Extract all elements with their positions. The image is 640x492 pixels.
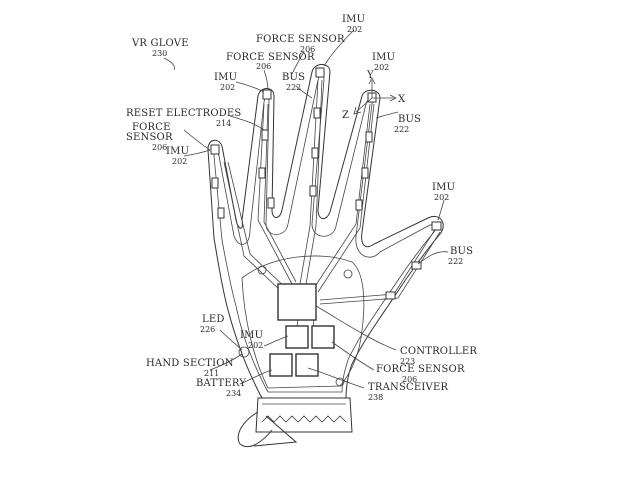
label-battery-num: 234	[226, 389, 241, 398]
label-axis-z: Z	[342, 110, 349, 121]
imu-sensor	[262, 89, 272, 100]
label-bus-right: BUS	[398, 114, 421, 125]
force-sensor-chip	[311, 325, 335, 349]
labels: VR GLOVE 230 IMU 202 FORCE SENSOR 206 FO…	[126, 14, 477, 402]
label-force-sensor-top-num: 206	[300, 45, 315, 54]
finger-sensors	[210, 67, 442, 300]
label-force-sensor-top: FORCE SENSOR	[256, 34, 345, 45]
force-sensor	[361, 167, 369, 179]
force-sensor	[313, 107, 321, 119]
label-imu-palm: IMU	[240, 330, 263, 341]
label-imu-left-num: 202	[172, 157, 187, 166]
label-bus-thumb: BUS	[450, 246, 473, 257]
label-controller-num: 223	[400, 357, 415, 366]
electronics	[238, 283, 335, 377]
label-vr-glove-num: 230	[152, 49, 167, 58]
label-axis-x: X	[398, 94, 406, 105]
label-force-sensor-mid-num: 206	[256, 62, 271, 71]
label-imu-ring: IMU	[214, 72, 237, 83]
force-sensor	[411, 261, 422, 270]
force-sensor	[267, 197, 275, 209]
label-led: LED	[202, 314, 225, 325]
label-force-sensor-palm-num: 206	[402, 375, 417, 384]
battery-chip	[269, 353, 293, 377]
imu-sensor	[315, 67, 325, 78]
label-battery: BATTERY	[196, 378, 246, 389]
imu-sensor	[431, 221, 442, 231]
label-vr-glove: VR GLOVE	[131, 38, 189, 49]
label-imu-axes: IMU	[372, 52, 395, 63]
label-force-left-1: FORCE	[132, 122, 171, 133]
force-sensor	[365, 131, 373, 143]
leader-lines	[163, 29, 449, 389]
controller-chip	[277, 283, 317, 321]
force-sensor	[309, 185, 317, 197]
label-force-left-num: 206	[152, 143, 167, 152]
label-imu-axes-num: 202	[374, 63, 389, 72]
label-bus-mid-num: 222	[286, 83, 301, 92]
label-imu-ring-num: 202	[220, 83, 235, 92]
label-imu-thumb: IMU	[432, 182, 455, 193]
label-bus-thumb-num: 222	[448, 257, 463, 266]
led-indicator	[238, 346, 250, 358]
imu-sensor	[210, 144, 220, 155]
label-imu-top: IMU	[342, 14, 365, 25]
label-force-sensor-mid: FORCE SENSOR	[226, 52, 315, 63]
label-transceiver-num: 238	[368, 393, 383, 402]
force-sensor	[258, 167, 266, 179]
label-bus-mid: BUS	[282, 72, 305, 83]
force-sensor	[261, 129, 269, 141]
label-imu-thumb-num: 202	[434, 193, 449, 202]
axis-indicator	[353, 77, 397, 115]
force-sensor	[385, 291, 396, 300]
label-led-num: 226	[200, 325, 215, 334]
force-sensor	[355, 199, 363, 211]
force-sensor	[311, 147, 319, 159]
transceiver-chip	[295, 353, 319, 377]
label-bus-right-num: 222	[394, 125, 409, 134]
label-imu-top-num: 202	[347, 25, 362, 34]
label-imu-palm-num: 202	[248, 341, 263, 350]
label-hand-section-num: 211	[204, 369, 219, 378]
imu-chip	[285, 325, 309, 349]
label-reset-electrodes: RESET ELECTRODES	[126, 108, 242, 119]
label-force-left-2: SENSOR	[126, 132, 173, 143]
label-hand-section: HAND SECTION	[146, 358, 234, 369]
label-axis-y: Y	[366, 70, 374, 81]
force-sensor	[211, 177, 219, 189]
label-reset-electrodes-num: 214	[216, 119, 231, 128]
label-transceiver: TRANSCEIVER	[368, 382, 448, 393]
label-force-sensor-palm: FORCE SENSOR	[376, 364, 465, 375]
force-sensor	[217, 207, 225, 219]
label-imu-left: IMU	[166, 146, 189, 157]
label-controller: CONTROLLER	[400, 346, 477, 357]
